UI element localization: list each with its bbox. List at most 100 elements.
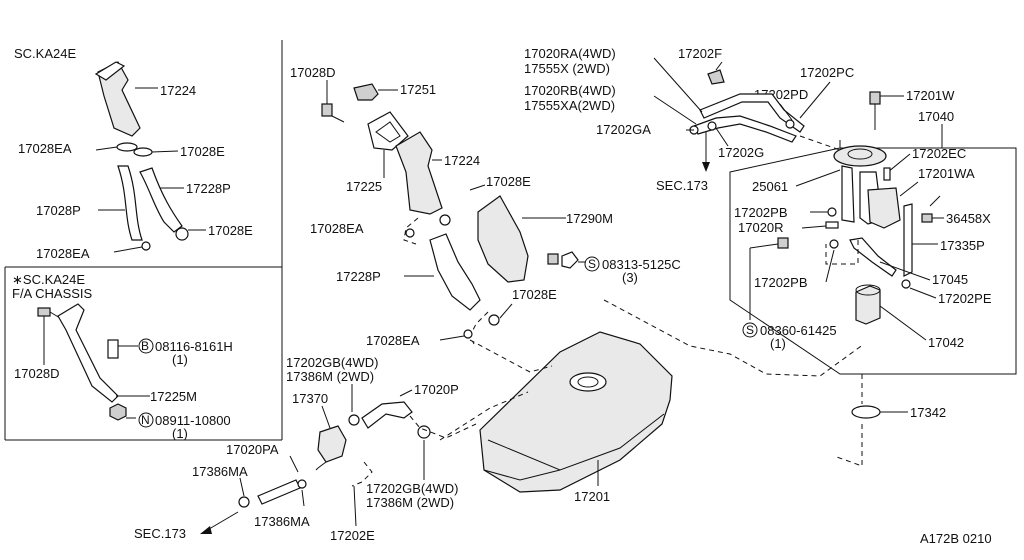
label-17555x: 17555X (2WD) [524,61,610,76]
label-17028ea: 17028EA [36,246,90,261]
label-17386ma: 17386MA [192,464,248,479]
label-17202ga: 17202GA [596,122,651,137]
clamp-part [405,228,415,238]
fuel-pump-part [855,285,881,325]
pump-opening [569,372,607,392]
marker-n: N [141,413,150,427]
label-17224: 17224 [160,83,196,98]
label-17386m: 17386M (2WD) [366,495,454,510]
return-hose-part [903,203,913,277]
bolt-part [547,253,559,265]
label-17251: 17251 [400,82,436,97]
marker-s: S [746,323,754,337]
filler-hose-part [429,233,481,311]
nut-part [109,403,127,421]
arrow-icon [200,526,212,534]
label-17386m: 17386M (2WD) [286,369,374,384]
marker-b: B [141,339,149,353]
label-36458x: 36458X [946,211,991,226]
clamp-part [417,425,431,439]
label-08911: 08911-10800 [155,413,231,428]
label-17202gb: 17202GB(4WD) [286,355,378,370]
sender-part [867,187,901,229]
clamp-part [141,241,151,251]
bolt-part [37,307,51,317]
clamp-part [829,239,839,249]
vent-tube-part [257,479,301,505]
inset-title-line2: F/A CHASSIS [12,286,93,301]
label-17342: 17342 [910,405,946,420]
screw-marker-icon [742,322,758,338]
bolt-part [777,237,789,249]
lower-hose-assembly: 17202GB(4WD) 17386M (2WD) 17370 17020P 1… [134,355,477,543]
tube-part [825,221,839,229]
bolt-part [869,91,881,105]
label-17225m: 17225M [150,389,197,404]
inset-sc-ka24e: SC.KA24E 17224 17028EA 17028E 17228P 170… [14,46,253,261]
sec-173-ref: SEC.173 [656,178,708,193]
vent-tube-part [699,93,805,133]
label-17555xa: 17555XA(2WD) [524,98,615,113]
label-17040: 17040 [918,109,954,124]
clip-part [353,83,379,101]
vent-line-assembly: 17020RA(4WD) 17555X (2WD) 17202F 17020RB… [524,46,854,193]
label-17202pb: 17202PB [734,205,788,220]
label-17028ea: 17028EA [366,333,420,348]
label-17225: 17225 [346,179,382,194]
diagram-ref-code: A172B 0210 [920,531,992,546]
label-17202ec: 17202EC [912,146,966,161]
label-17020r: 17020R [738,220,784,235]
breather-hose-part [139,167,183,233]
inset-fa-chassis: ∗SC.KA24E F/A CHASSIS B N 08116-8161H (1… [12,272,233,441]
clamp-part [348,414,360,426]
clamp-part [297,479,307,489]
fuel-tank-part [479,331,673,493]
heat-shield-part [477,195,529,283]
bolt-marker-icon [138,338,154,354]
center-filler-assembly: S 17028D 17251 17224 17225 17028E 17290M… [290,65,681,348]
label-17020pa: 17020PA [226,442,279,457]
screw-marker-icon [584,256,600,272]
label-17202f: 17202F [678,46,722,61]
clip-part [707,69,725,85]
filler-hose-part [117,165,143,241]
label-17045: 17045 [932,272,968,287]
label-17028d: 17028D [14,366,60,381]
pump-flange-part [833,145,887,167]
label-17202pe: 17202PE [938,291,992,306]
washer-part [561,251,579,269]
sec-173-ref: SEC.173 [134,526,186,541]
label-17020rb: 17020RB(4WD) [524,83,616,98]
label-17335p: 17335P [940,238,985,253]
label-17201: 17201 [574,489,610,504]
clamp-part [901,279,911,289]
marker-s: S [588,257,596,271]
label-17202g: 17202G [718,145,764,160]
arrow-icon [702,162,710,172]
bolt-part [321,103,333,117]
label-17028e: 17028E [180,144,225,159]
label-08313-qty: (3) [622,270,638,285]
label-17201wa: 17201WA [918,166,975,181]
label-08116: 08116-8161H [155,339,233,354]
bolt-part [107,339,119,359]
label-17202e: 17202E [330,528,375,543]
label-17042: 17042 [928,335,964,350]
clamp-part [133,147,153,157]
label-08360: 08360-61425 [760,323,837,338]
label-17028p: 17028P [36,203,81,218]
bracket-part [57,303,119,403]
label-17028e: 17028E [486,174,531,189]
label-17202pb: 17202PB [754,275,808,290]
clamp-part [116,142,138,152]
fuel-tank-assembly: 17201 [439,299,865,504]
pump-sender-assembly: 17201W 17040 17202EC 25061 17201WA 17202… [729,88,1017,467]
clamp-part [488,314,500,326]
filter-hose-part [849,237,897,277]
label-17386ma: 17386MA [254,514,310,529]
label-17224: 17224 [444,153,480,168]
label-08313: 08313-5125C [602,257,681,272]
clamp-part [827,207,837,217]
label-17202gb: 17202GB(4WD) [366,481,458,496]
